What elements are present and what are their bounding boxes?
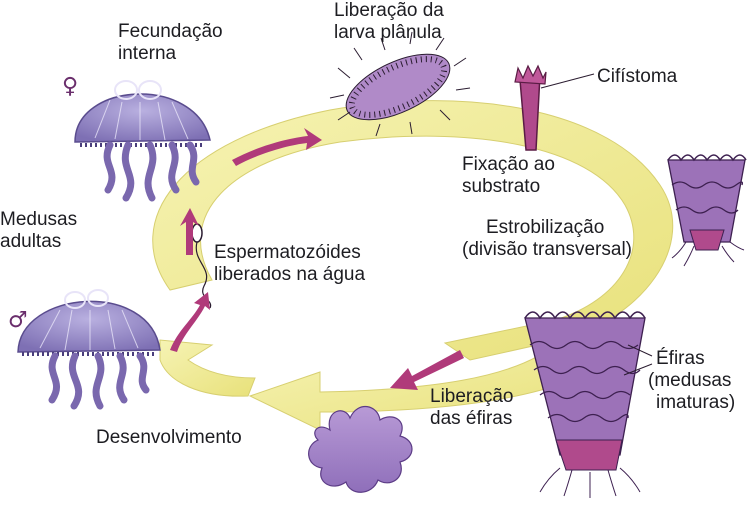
male-medusa (17, 289, 161, 410)
label-fixacao-2: substrato (462, 176, 541, 197)
label-efiras-1: Éfiras (656, 348, 705, 369)
label-liberacao-larva-1: Liberação da (334, 0, 444, 21)
label-efiras-2: (medusas (648, 370, 732, 391)
label-cifistoma: Cifístoma (597, 66, 678, 87)
cycle-arrows (170, 128, 464, 390)
label-medusas-1: Medusas (0, 209, 78, 230)
label-medusas-2: adultas (0, 231, 62, 252)
label-desenvolvimento: Desenvolvimento (96, 427, 242, 448)
label-estrobilizacao-1: Estrobilização (486, 217, 605, 238)
cycle-ring-left (159, 339, 256, 397)
female-symbol: ♀ (62, 74, 79, 99)
scyphistoma (514, 64, 595, 151)
female-medusa (74, 80, 211, 202)
label-fixacao-1: Fixação ao (462, 154, 555, 175)
cycle-ring-lower (248, 339, 591, 431)
male-symbol: ♂ (8, 308, 28, 333)
label-espermatozoides-1: Espermatozóides (214, 242, 361, 263)
ephyra (308, 406, 413, 493)
label-liberacao-efiras-2: das éfiras (430, 408, 513, 429)
label-fecundacao-1: Fecundação (118, 21, 223, 42)
label-efiras-3: imaturas) (656, 392, 736, 413)
strobila (667, 154, 747, 267)
label-liberacao-larva-2: larva plânula (334, 22, 442, 43)
planula-larva (329, 31, 471, 137)
strobila-ephyrae (524, 311, 653, 498)
label-liberacao-efiras-1: Liberação (430, 386, 514, 407)
label-espermatozoides-2: liberados na água (214, 264, 366, 285)
label-estrobilizacao-2: (divisão transversal) (462, 239, 632, 260)
label-fecundacao-2: interna (118, 43, 177, 64)
